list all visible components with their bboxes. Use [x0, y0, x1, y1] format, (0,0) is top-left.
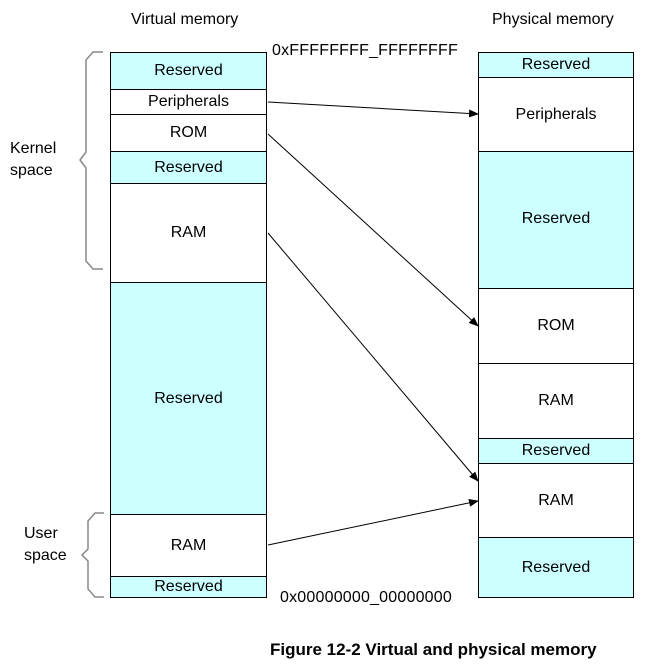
physical-segment-peripherals: Peripherals [479, 78, 633, 152]
user-space-brace [80, 512, 104, 598]
physical-segment-reserved: Reserved [479, 538, 633, 597]
physical-segment-reserved: Reserved [479, 152, 633, 289]
virtual-segment-peripherals: Peripherals [111, 90, 266, 115]
virtual-segment-reserved: Reserved [111, 577, 266, 597]
virtual-segment-rom: ROM [111, 115, 266, 152]
arrow-ram-kernel [267, 232, 479, 482]
user-space-label-line1: User [24, 525, 58, 542]
figure-caption: Figure 12-2 Virtual and physical memory [270, 640, 597, 659]
physical-segment-reserved: Reserved [479, 53, 633, 78]
kernel-space-label: Kernel space [10, 138, 56, 182]
virtual-segment-ram-kernel: RAM [111, 184, 266, 283]
physical-memory-column: Reserved Peripherals Reserved ROM RAM Re… [478, 52, 634, 598]
kernel-space-label-line1: Kernel [10, 140, 57, 157]
physical-segment-rom: ROM [479, 289, 633, 364]
physical-segment-ram: RAM [479, 364, 633, 439]
virtual-memory-title: Virtual memory [131, 11, 239, 28]
kernel-space-label-line2: space [10, 162, 53, 179]
virtual-memory-column: Reserved Peripherals ROM Reserved RAM Re… [110, 52, 267, 598]
arrow-rom [267, 133, 479, 327]
physical-segment-reserved: Reserved [479, 439, 633, 464]
virtual-segment-reserved: Reserved [111, 283, 266, 515]
physical-segment-ram-lower: RAM [479, 464, 633, 538]
virtual-segment-reserved: Reserved [111, 53, 266, 90]
top-address-label: 0xFFFFFFFF_FFFFFFFF [272, 42, 458, 59]
physical-memory-title: Physical memory [492, 11, 614, 28]
virtual-segment-reserved: Reserved [111, 152, 266, 184]
arrow-peripherals [267, 101, 479, 118]
kernel-space-brace [79, 51, 103, 270]
user-space-label-line2: space [24, 547, 67, 564]
virtual-segment-ram-user: RAM [111, 515, 266, 577]
user-space-label: User space [24, 523, 67, 567]
bottom-address-label: 0x00000000_00000000 [280, 589, 452, 606]
arrow-ram-user [267, 498, 479, 546]
